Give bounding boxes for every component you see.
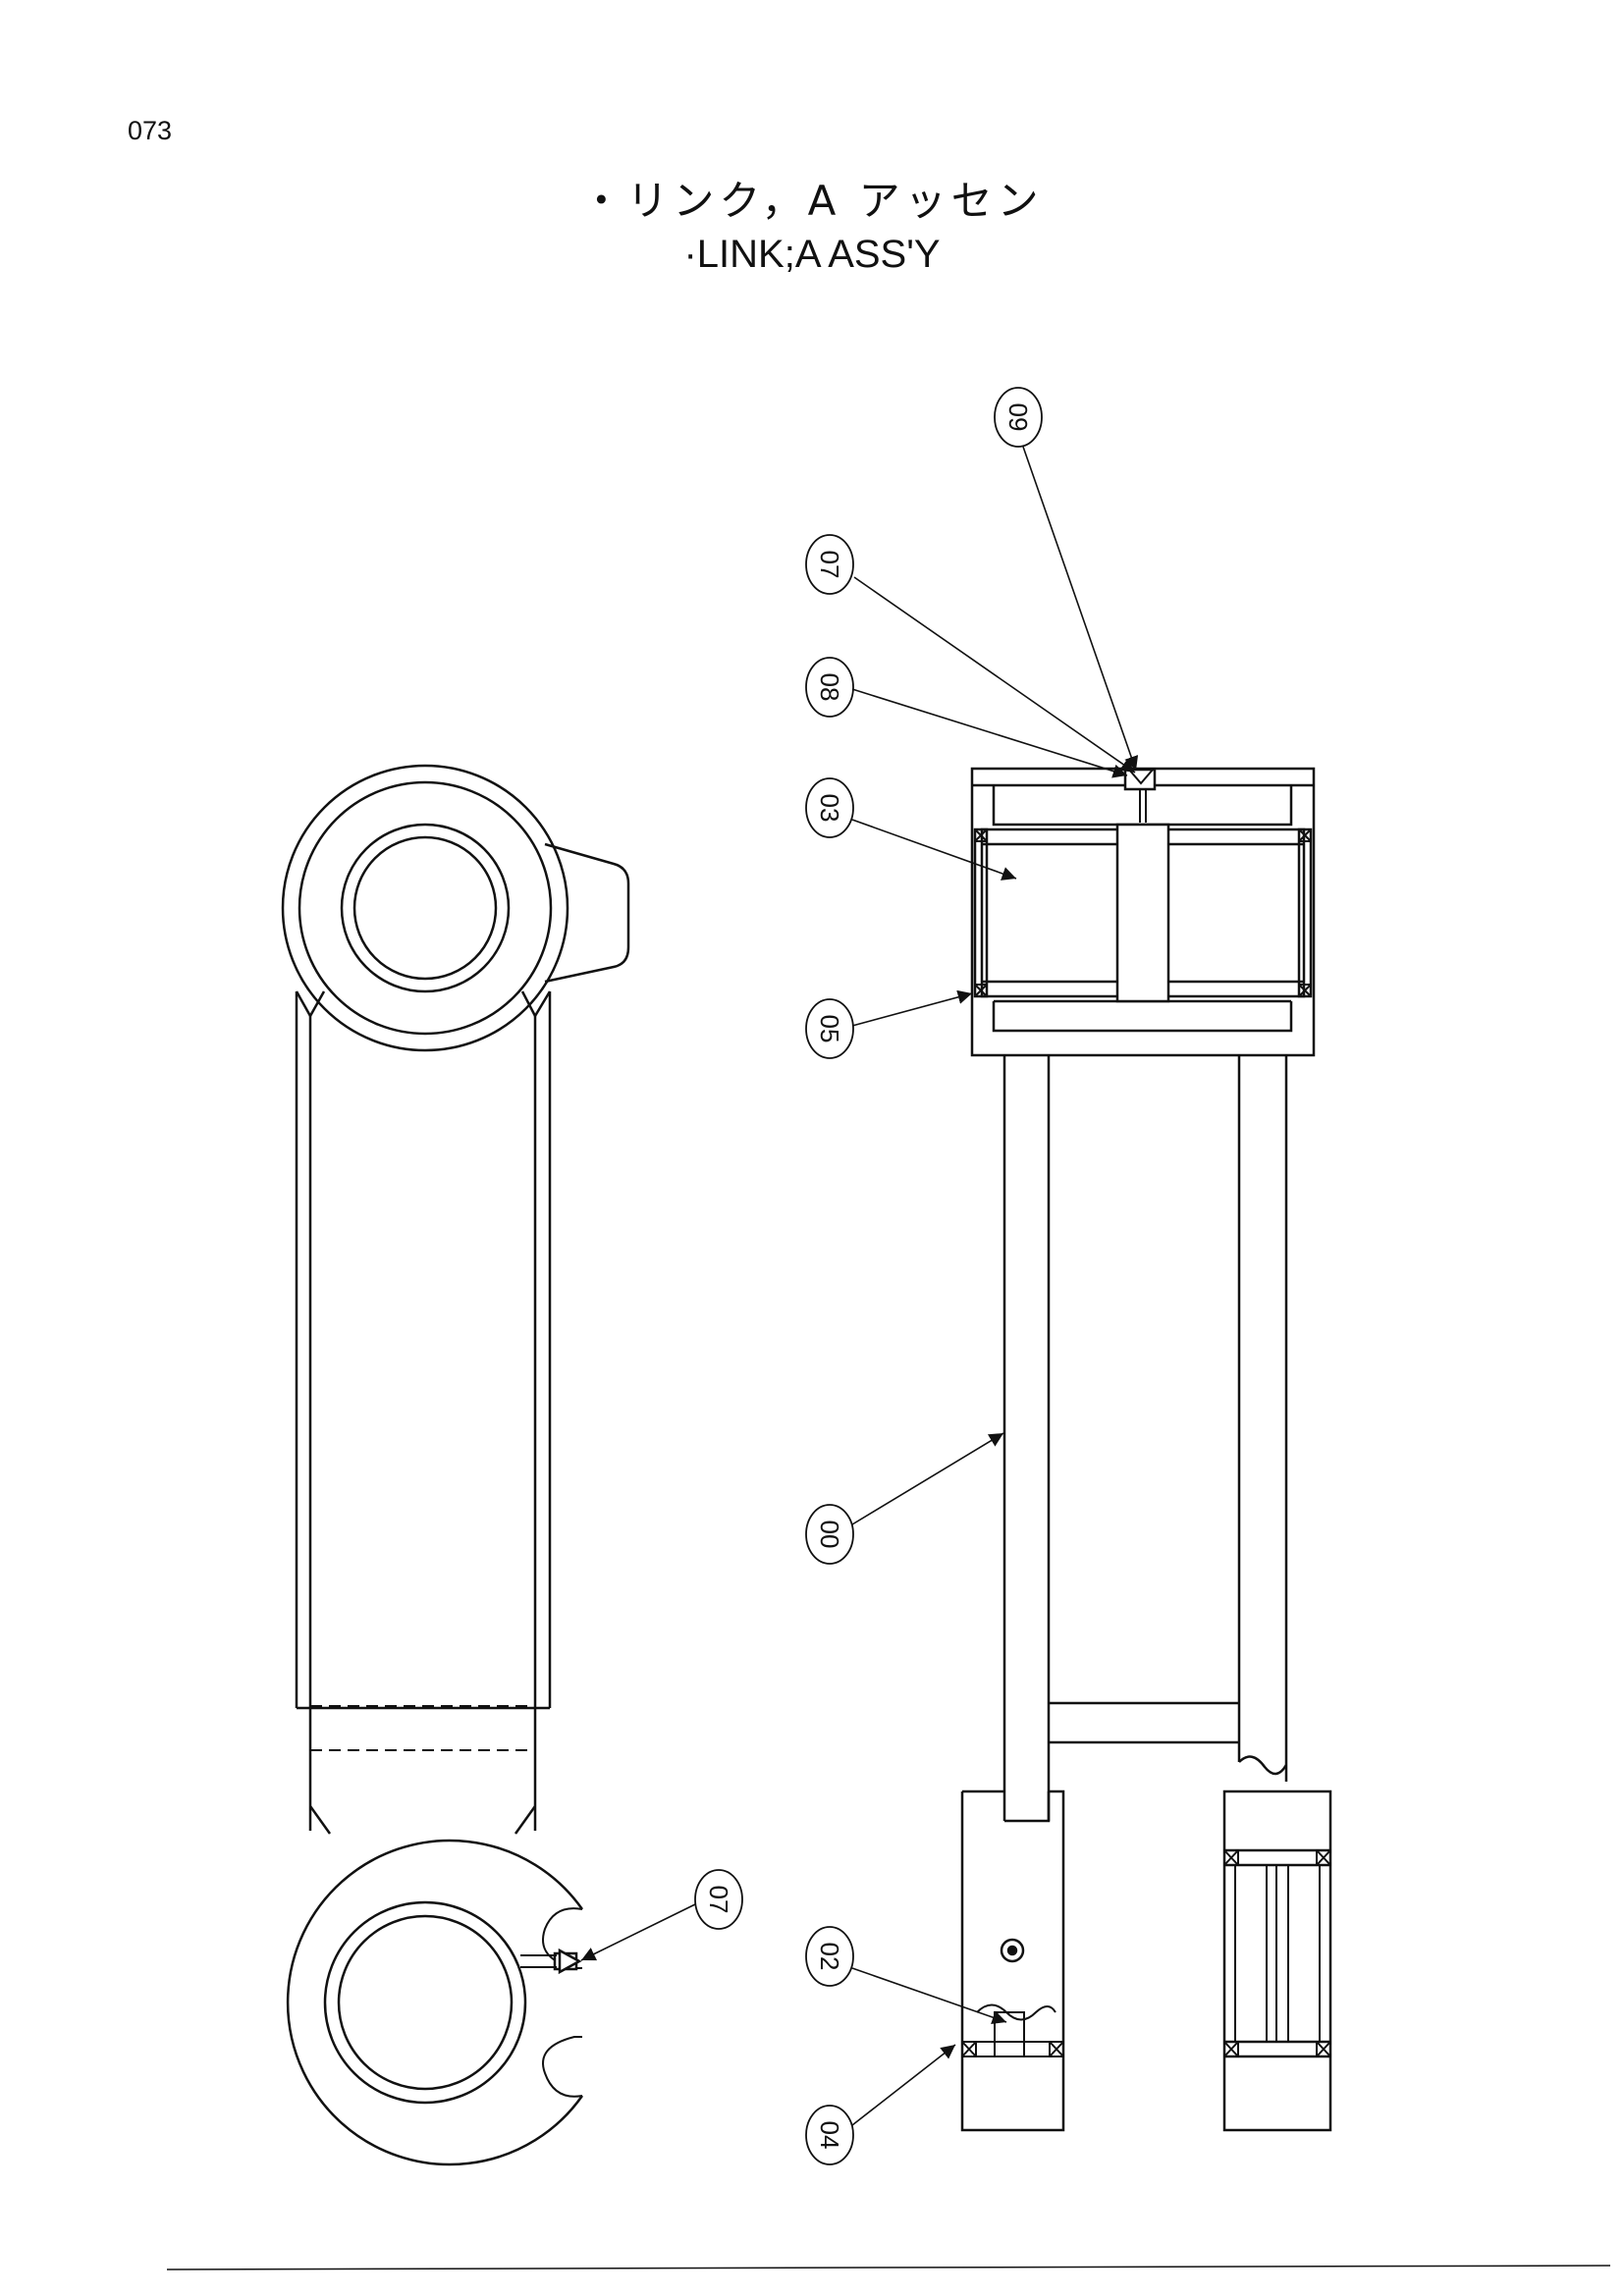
top-eye-bore	[340, 823, 511, 993]
callout-07-top: 07	[805, 534, 854, 595]
callout-09-label: 09	[1003, 403, 1033, 432]
bottom-left-block	[960, 1789, 1065, 2132]
callout-08-label: 08	[815, 673, 844, 702]
title-block: ・リンク，A アッセン ·LINK;A ASS'Y	[0, 175, 1624, 281]
bottom-right-block	[1222, 1789, 1332, 2132]
leader-lines	[580, 446, 1139, 2126]
bottom-eye-bore	[323, 1900, 527, 2105]
page-number: 073	[128, 116, 173, 145]
callout-03-label: 03	[815, 794, 844, 823]
title-japanese: ・リンク，A アッセン	[580, 177, 1044, 225]
callout-09: 09	[994, 387, 1043, 448]
callout-07-left: 07	[694, 1869, 743, 1930]
callout-00-label: 00	[815, 1521, 844, 1549]
callout-02-label: 02	[815, 1943, 844, 1971]
callout-07-top-label: 07	[815, 551, 844, 579]
callout-07-left-label: 07	[704, 1886, 733, 1914]
title-english: ·LINK;A ASS'Y	[683, 233, 941, 276]
callout-03: 03	[805, 777, 854, 838]
side-view-link	[281, 764, 630, 2166]
bottom-eye-outer	[286, 1839, 584, 2166]
front-view-link	[960, 767, 1332, 2132]
callout-02: 02	[805, 1926, 854, 1987]
callout-08: 08	[805, 657, 854, 718]
callout-04: 04	[805, 2105, 854, 2165]
top-eye-outer	[281, 764, 569, 1052]
bottom-rule	[166, 2265, 1611, 2270]
callout-05: 05	[805, 998, 854, 1059]
callout-00: 00	[805, 1504, 854, 1565]
callout-04-label: 04	[815, 2121, 844, 2150]
callout-05-label: 05	[815, 1015, 844, 1043]
